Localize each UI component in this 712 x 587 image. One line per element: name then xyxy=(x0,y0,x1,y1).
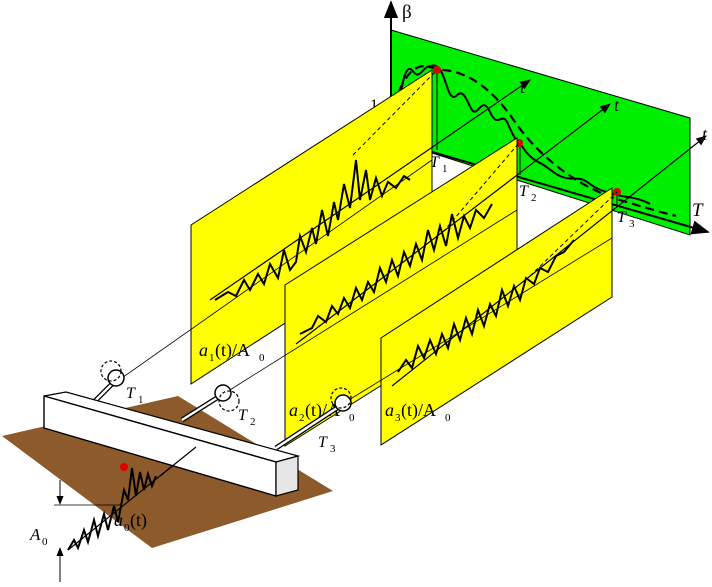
spectrum-t3-label: T 3 xyxy=(617,209,635,230)
svg-text:0: 0 xyxy=(445,412,451,424)
svg-text:T: T xyxy=(238,407,248,424)
svg-text:1: 1 xyxy=(209,352,215,364)
plane1-label: a 1 (t)/A 0 xyxy=(199,340,265,364)
response-signal-2 xyxy=(299,203,493,335)
svg-text:0: 0 xyxy=(349,412,355,424)
period-axis xyxy=(390,139,710,235)
projection-line-2 xyxy=(224,209,518,394)
svg-text:2: 2 xyxy=(531,192,537,204)
ground-motion-signal xyxy=(67,467,157,551)
plane1-time-axis xyxy=(209,79,531,301)
oscillator-t3-label: T 3 xyxy=(318,434,336,455)
ground-input-label: a 0 (t) xyxy=(114,510,147,534)
svg-text:T: T xyxy=(430,154,440,171)
oscillator-t2-label: T 2 xyxy=(238,407,256,428)
ground-peak-point xyxy=(120,463,128,471)
svg-text:(t)/A: (t)/A xyxy=(305,400,340,421)
svg-text:(t): (t) xyxy=(130,510,147,531)
svg-text:(t)/A: (t)/A xyxy=(215,340,250,361)
svg-text:T: T xyxy=(126,385,136,402)
plane1-peak-guide xyxy=(352,69,438,156)
svg-text:3: 3 xyxy=(395,412,401,424)
svg-text:T: T xyxy=(519,183,529,200)
projection-line-1 xyxy=(118,159,433,381)
oscillator-icon-3 xyxy=(330,387,352,412)
plane2-time-label: t xyxy=(614,95,620,115)
period-axis-label: T xyxy=(692,200,704,221)
svg-text:a: a xyxy=(199,340,208,360)
plane2-label: a 2 (t)/A 0 xyxy=(289,400,355,424)
oscillator-rod-3-inner xyxy=(275,404,341,450)
svg-text:0: 0 xyxy=(259,352,265,364)
spectrum-t2-label: T 2 xyxy=(519,183,537,204)
oscillator-icon-2 xyxy=(214,384,240,412)
svg-text:0: 0 xyxy=(42,536,48,548)
plane3-peak-guide xyxy=(529,191,618,277)
svg-text:A: A xyxy=(29,525,41,544)
svg-text:1: 1 xyxy=(138,394,144,406)
svg-text:0: 0 xyxy=(124,522,130,534)
response-signal-3 xyxy=(397,239,575,373)
svg-text:T: T xyxy=(318,434,328,451)
plane3-time-label: t xyxy=(702,124,708,144)
plane1-time-label: t xyxy=(520,77,526,97)
svg-text:T: T xyxy=(617,209,627,226)
oscillator-icon xyxy=(100,360,125,387)
base-beam xyxy=(43,391,301,497)
ground-axis-over-beam xyxy=(159,446,197,477)
response-signal-1 xyxy=(214,159,411,301)
smoothed-spectrum-curve xyxy=(392,64,677,218)
plane3-label: a 3 (t)/A 0 xyxy=(385,400,451,424)
oscillator-t1-label: T 1 xyxy=(126,385,144,406)
beta-axis-label: β xyxy=(402,2,412,23)
plane2-peak-guide xyxy=(442,142,520,233)
svg-text:a: a xyxy=(385,400,394,420)
svg-text:a: a xyxy=(289,400,298,420)
plane3-time-axis xyxy=(391,135,707,387)
spectrum-t1-label: T 1 xyxy=(430,154,448,175)
svg-text:1: 1 xyxy=(442,163,448,175)
svg-text:3: 3 xyxy=(629,218,635,230)
svg-text:2: 2 xyxy=(299,412,305,424)
projection-line-3 xyxy=(343,237,613,404)
oscillator-rod-2-inner xyxy=(181,394,221,422)
svg-text:3: 3 xyxy=(330,443,336,455)
raw-spectrum-curve xyxy=(395,64,651,205)
svg-text:2: 2 xyxy=(250,416,256,428)
svg-text:(t)/A: (t)/A xyxy=(401,400,436,421)
svg-text:a: a xyxy=(114,510,123,530)
amplitude-label: A 0 xyxy=(29,525,48,548)
unity-label: 1 xyxy=(370,97,378,114)
